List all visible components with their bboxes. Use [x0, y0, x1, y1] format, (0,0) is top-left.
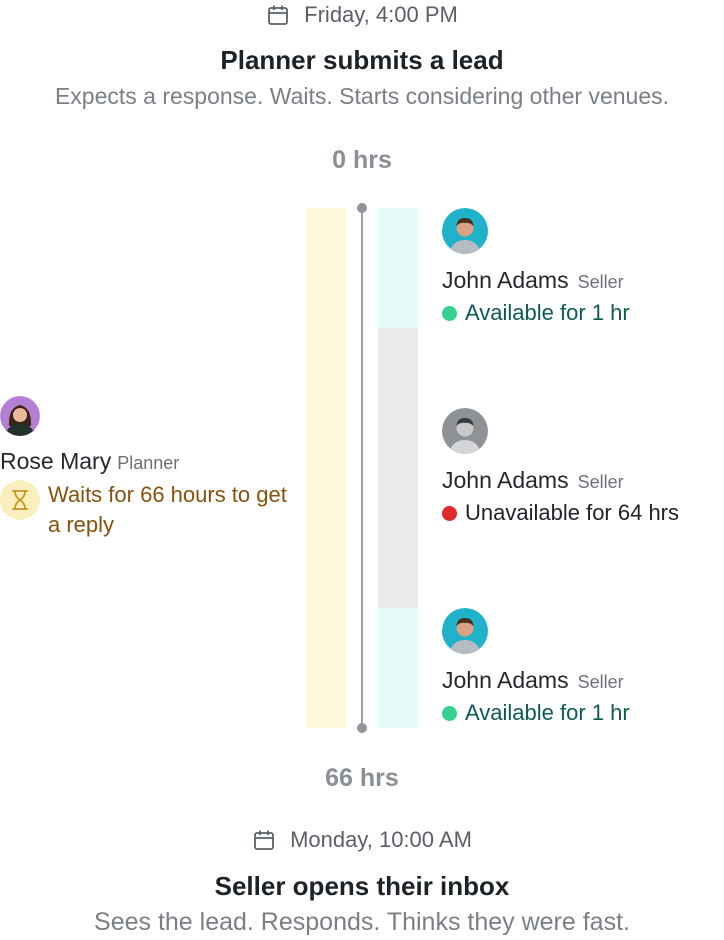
seller-status-text-2: Unavailable for 64 hrs [465, 500, 680, 525]
seller-name-line-3: John Adams Seller [442, 667, 624, 694]
seller-unavailable-bar [378, 328, 418, 608]
planner-name: Rose Mary [0, 448, 112, 474]
seller-avatar-1 [442, 208, 488, 254]
start-date-row: Friday, 4:00 PM [0, 2, 724, 28]
seller-status-2: Unavailable for 64 hrs [442, 500, 679, 526]
seller-status-3: Available for 1 hr [442, 700, 630, 726]
hourglass-icon [0, 480, 40, 520]
start-subtitle: Expects a response. Waits. Starts consid… [54, 83, 670, 109]
end-date-row: Monday, 10:00 AM [0, 827, 724, 853]
timeline-end-dot [357, 723, 367, 733]
seller-status-text-1: Available for 1 hr [465, 300, 630, 325]
planner-avatar [0, 396, 40, 436]
end-subtitle: Sees the lead. Responds. Thinks they wer… [94, 908, 630, 936]
timeline-start-label: 0 hrs [332, 146, 392, 174]
calendar-icon [252, 828, 276, 852]
seller-status-text-3: Available for 1 hr [465, 700, 630, 725]
seller-name-1: John Adams [442, 267, 569, 293]
seller-role-3: Seller [577, 672, 624, 692]
end-title: Seller opens their inbox [214, 871, 510, 901]
timeline-end-label: 66 hrs [325, 764, 399, 792]
seller-available-bar-1 [378, 208, 418, 328]
seller-avatar-2 [442, 408, 488, 454]
seller-role-1: Seller [577, 272, 624, 292]
end-date: Monday, 10:00 AM [290, 827, 472, 852]
seller-avatar-3 [442, 608, 488, 654]
timeline-axis [361, 208, 363, 728]
status-dot-unavailable [442, 505, 457, 521]
seller-role-2: Seller [577, 472, 624, 492]
seller-status-1: Available for 1 hr [442, 300, 630, 326]
seller-name-line-2: John Adams Seller [442, 467, 624, 494]
seller-available-bar-2 [378, 608, 418, 728]
seller-name-3: John Adams [442, 667, 569, 693]
timeline-start-dot [357, 203, 367, 213]
calendar-icon [266, 3, 290, 27]
status-dot-available-3 [442, 705, 457, 721]
status-dot-available-1 [442, 305, 457, 321]
seller-name-2: John Adams [442, 467, 569, 493]
start-title: Planner submits a lead [220, 45, 504, 75]
seller-name-line-1: John Adams Seller [442, 267, 624, 294]
planner-role: Planner [117, 453, 180, 473]
planner-wait-bar [306, 208, 346, 728]
planner-wait-text: Waits for 66 hours to get a reply [48, 482, 287, 537]
start-date: Friday, 4:00 PM [304, 2, 458, 27]
